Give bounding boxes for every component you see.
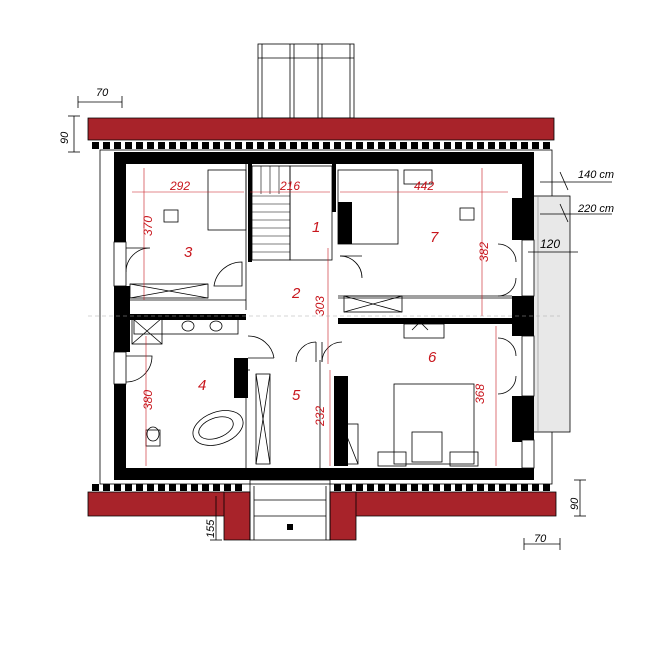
staircase [251, 165, 333, 261]
dim-room7-width: 442 [414, 179, 434, 193]
room-number-7: 7 [430, 229, 439, 246]
dim-top-offset: 70 [96, 87, 109, 99]
roof-tiles-top [92, 142, 550, 149]
dim-entrance-depth: 155 [205, 519, 217, 538]
dim-room6-depth: 368 [473, 384, 487, 404]
room-number-2: 2 [291, 285, 301, 302]
dim-room4-depth: 380 [141, 390, 155, 410]
dim-room7-depth: 382 [477, 242, 491, 262]
windows [113, 239, 535, 469]
roof-tiles-bottom [92, 484, 550, 491]
room-number-1: 1 [312, 219, 320, 236]
roof-edge-bottom-right [329, 491, 557, 517]
dim-top-height: 90 [59, 131, 71, 144]
dim-room3-depth: 370 [141, 216, 155, 236]
entrance [249, 479, 331, 541]
dim-room1-width: 216 [279, 179, 300, 193]
dim-room2-depth: 303 [313, 296, 327, 316]
dim-bottom-height: 90 [569, 497, 581, 510]
dim-room3-width: 292 [169, 179, 190, 193]
room-number-3: 3 [184, 244, 193, 261]
roof-edge-top [87, 117, 555, 141]
furniture [129, 169, 479, 467]
dim-room5-depth: 232 [313, 406, 327, 427]
room-number-4: 4 [198, 377, 206, 394]
level-lower: 220 cm [577, 203, 614, 215]
entrance-roof-right [329, 491, 357, 541]
outer-dimension-lines [68, 96, 612, 550]
room-number-5: 5 [292, 387, 301, 404]
dimension-lines [88, 168, 560, 466]
doors [125, 243, 517, 395]
dim-bottom-offset: 70 [534, 533, 547, 545]
level-upper: 140 cm [578, 169, 614, 181]
entrance-roof-left [223, 491, 251, 541]
walls [114, 152, 534, 480]
roof-railing-top [257, 43, 355, 119]
room-number-6: 6 [428, 349, 437, 366]
dim-balcony-width: 120 [540, 237, 560, 251]
